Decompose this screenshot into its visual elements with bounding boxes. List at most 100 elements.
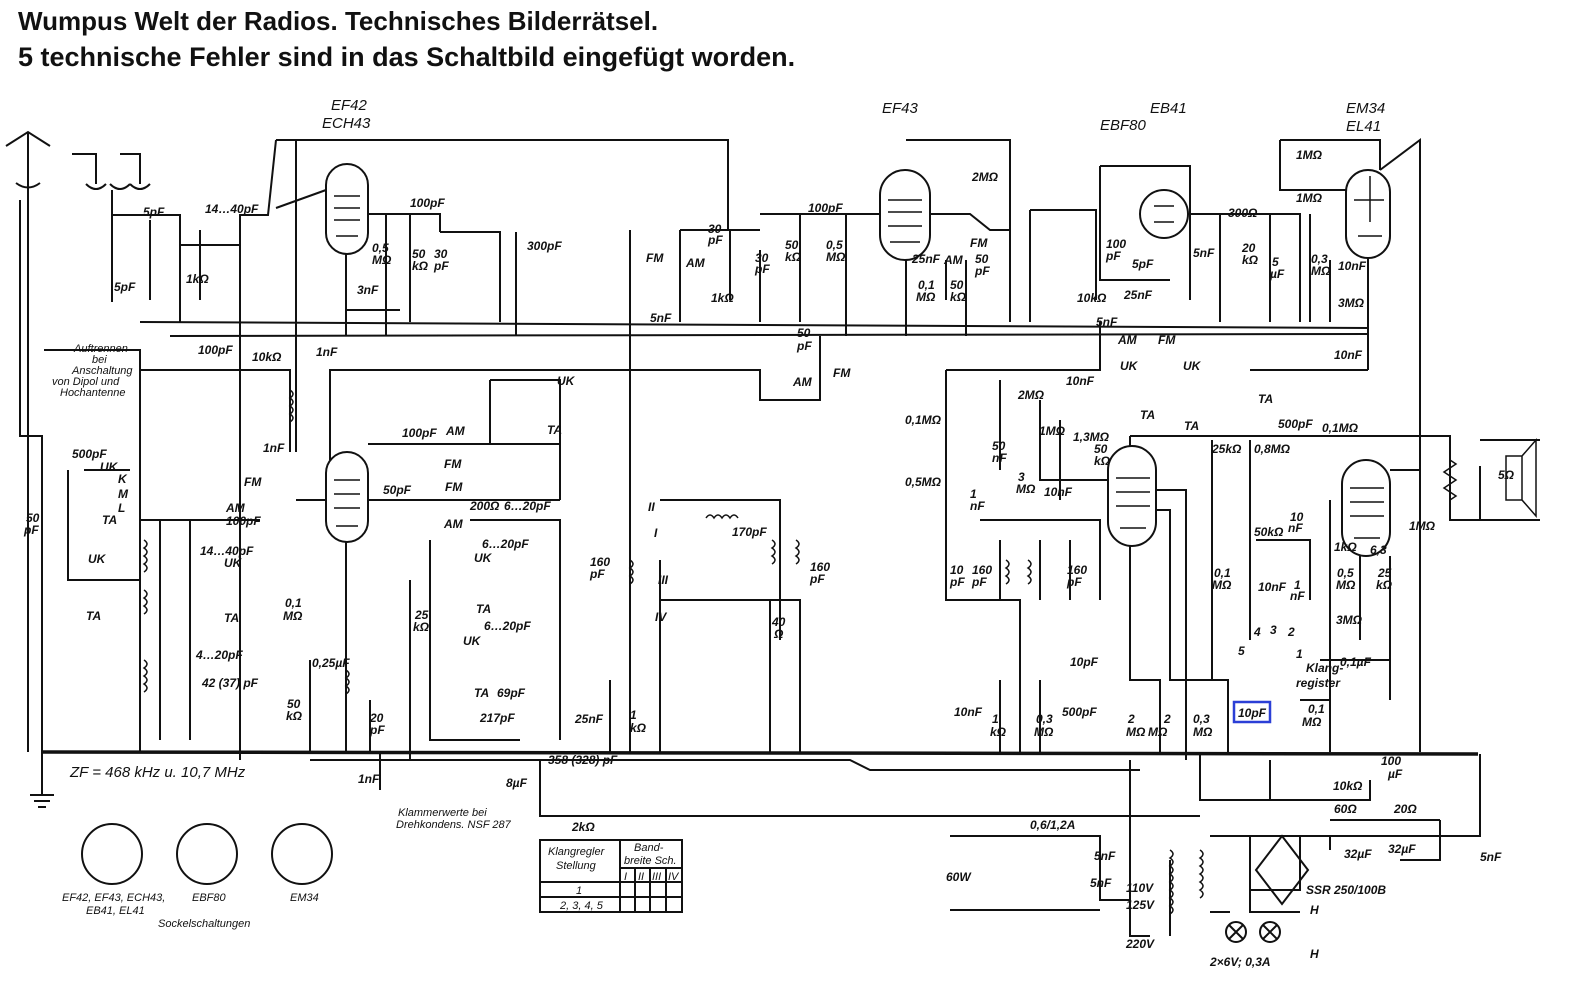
component-label: 160 [590,555,610,569]
component-label: 1 [1296,647,1303,661]
svg-text:Anschaltung: Anschaltung [71,365,133,377]
component-label: 3MΩ [1338,296,1365,310]
rectifier-bridge [1254,834,1310,906]
component-label: 170pF [732,525,767,539]
component-label: 20 [369,711,384,725]
component-label: 14…40pF [200,544,254,558]
component-label: 0,3 [1193,712,1210,726]
component-label: M [118,487,129,501]
component-label: 5nF [650,311,672,325]
component-label: 0,5 [826,238,843,252]
component-label: FM [445,480,463,494]
component-label: MΩ [1034,725,1054,739]
antenna-sockets [72,153,151,190]
component-label: 200Ω [469,499,500,513]
component-label: kΩ [412,259,429,273]
ground-symbol [30,752,54,808]
component-label: nF [970,499,985,513]
component-label: 300Ω [1228,206,1258,220]
component-label: nF [992,451,1007,465]
component-label: 1 [630,708,637,722]
svg-text:Klangregler: Klangregler [548,846,606,858]
component-label: 500pF [72,447,107,461]
component-label: FM [970,236,988,250]
component-label: MΩ [1126,725,1146,739]
component-label: MΩ [1193,725,1213,739]
component-label: kΩ [950,290,967,304]
tube-label-em34: EM34 [1346,100,1385,117]
svg-text:Klammerwerte bei: Klammerwerte bei [398,807,487,819]
svg-text:II: II [638,871,644,883]
svg-text:Hochantenne: Hochantenne [60,387,125,399]
component-label: pF [589,567,605,581]
component-label: kΩ [286,709,303,723]
component-label: 25kΩ [1211,442,1242,456]
component-label: 0,1 [918,278,935,292]
component-label: 10 [1290,510,1304,524]
component-label: 2MΩ [971,170,999,184]
component-label: 20Ω [1393,802,1417,816]
component-label: register [1296,676,1341,690]
antenna-note: Auftrennen bei Anschaltung von Dipol und… [52,343,133,399]
component-label: 30 [708,222,722,236]
component-label: 1 [992,712,999,726]
component-label: nF [1290,589,1305,603]
component-label: H [1310,947,1319,961]
component-label: UK [100,460,119,474]
component-label: 50 [992,439,1006,453]
component-label: 500pF [1278,417,1313,431]
component-label: 0,1 [285,596,302,610]
component-label: TA [547,423,562,437]
component-label: pF [754,262,770,276]
component-label: 1MΩ [1039,424,1066,438]
component-label: 42 (37) pF [201,676,259,690]
component-label: 0,1MΩ [905,413,942,427]
antenna-symbol [5,130,51,752]
socket-label-2: EBF80 [192,892,227,904]
component-label: 20 [1241,241,1256,255]
component-label: TA [102,513,117,527]
component-label: 3 [1018,470,1025,484]
zf-note: ZF = 468 kHz u. 10,7 MHz [69,764,246,781]
component-label: 217pF [479,711,515,725]
component-label: 50 [975,252,989,266]
component-label: MΩ [1302,715,1322,729]
hf-bus [169,333,1369,337]
svg-text:breite Sch.: breite Sch. [624,855,677,867]
component-label: 14…40pF [205,202,259,216]
component-label: AM [1117,333,1138,347]
component-label: 5nF [1090,876,1112,890]
component-label: 10nF [1066,374,1095,388]
component-label: 30 [434,247,448,261]
component-label: 50 [1094,442,1108,456]
page-title-line-2: 5 technische Fehler sind in das Schaltbi… [18,42,796,72]
tube-label-ef43: EF43 [882,100,919,117]
component-label: 50 [950,278,964,292]
component-label: 10nF [1334,348,1363,362]
band-table-text: Klangregler Stellung Band- breite Sch. I… [548,842,680,912]
component-label: 25nF [911,252,941,266]
component-label: L [118,501,125,515]
component-label: pF [707,233,723,247]
component-label: 0,3 [1311,252,1328,266]
component-label: 5pF [114,280,136,294]
component-label: AM [443,517,464,531]
ground-bus [41,750,1479,756]
component-label: 3MΩ [1336,613,1363,627]
component-label: 1 [1294,578,1301,592]
tube-label-el41: EL41 [1346,118,1381,135]
component-label: 0,1µF [1340,655,1372,669]
component-label: 0,1MΩ [1322,421,1359,435]
component-label: 1 [970,487,977,501]
component-label: TA [224,611,239,625]
component-label: pF [796,339,812,353]
component-label: 100 [1106,237,1126,251]
component-label: 6…20pF [484,619,531,633]
component-label: 0,25µF [312,656,350,670]
component-label: 5nF [1096,315,1118,329]
component-label: 50 [797,326,811,340]
component-label: kΩ [1242,253,1259,267]
component-label: 10kΩ [1077,291,1107,305]
